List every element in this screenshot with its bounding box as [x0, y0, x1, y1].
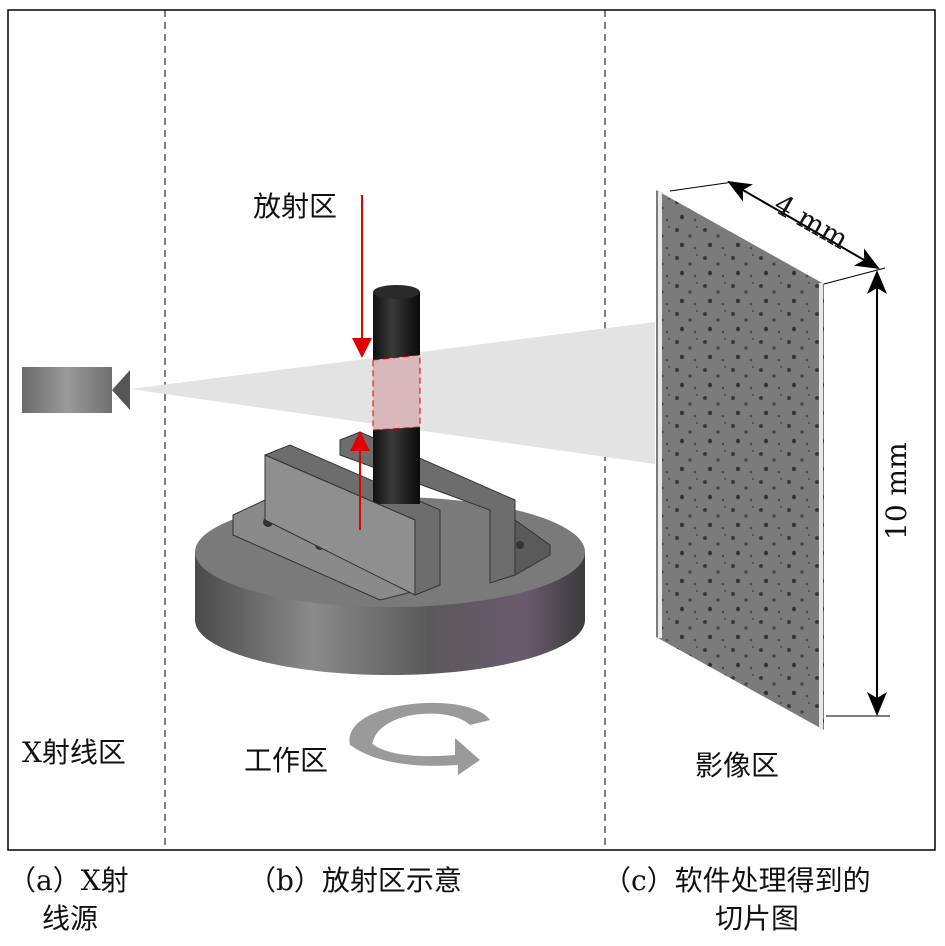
xray-zone-label: X射线区 — [22, 736, 126, 769]
caption-c: （c）软件处理得到的 — [603, 864, 871, 897]
slice-image — [656, 190, 824, 730]
sample-rod — [372, 285, 421, 504]
fixture-front — [264, 454, 416, 596]
caption-c-2: 切片图 — [715, 902, 799, 935]
caption-a-2: 线源 — [42, 902, 98, 935]
caption-a: （a）X射 — [8, 864, 129, 897]
work-zone-label: 工作区 — [244, 744, 328, 777]
xray-source-icon — [22, 367, 130, 413]
radiation-zone-label: 放射区 — [253, 190, 337, 223]
imaging-zone-label: 影像区 — [695, 749, 779, 782]
height-label: 10 mm — [880, 442, 913, 540]
width-dimension — [727, 181, 880, 269]
rotation-arrow-icon — [349, 702, 490, 775]
radiation-highlight — [372, 354, 421, 431]
caption-b: （b）放射区示意 — [248, 864, 462, 897]
